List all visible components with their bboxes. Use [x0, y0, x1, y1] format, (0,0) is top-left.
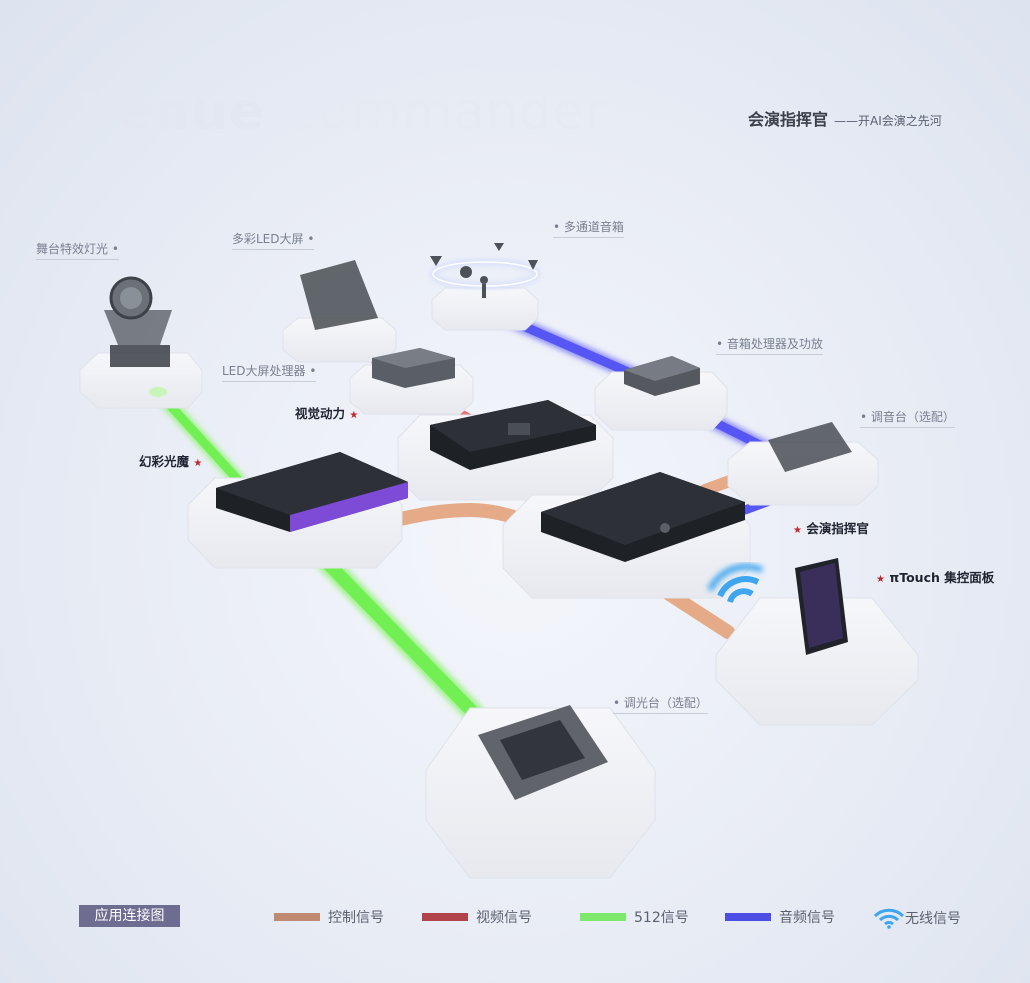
- label-visual-text: 视觉动力: [295, 406, 346, 421]
- title-bold: Venue: [80, 82, 265, 142]
- star-icon: ★: [876, 574, 885, 585]
- commander-device: [541, 472, 745, 562]
- legend-swatch-audio: [725, 913, 771, 921]
- label-touch-panel-text: πTouch 集控面板: [889, 570, 995, 585]
- label-stage-light-text: 舞台特效灯光: [36, 242, 109, 256]
- label-magic-light: 幻彩光魔 ★: [139, 451, 202, 470]
- wifi-icon: [873, 908, 905, 929]
- moving-head-light: [104, 276, 172, 367]
- label-mixer: • 调音台（选配）: [860, 408, 955, 428]
- star-icon: ★: [793, 525, 802, 536]
- label-led-processor: LED大屏处理器 •: [222, 362, 317, 382]
- legend-label-control: 控制信号: [328, 910, 384, 926]
- subtitle-main: 会演指挥官: [748, 110, 829, 129]
- legend-video: 视频信号: [422, 907, 532, 927]
- legend-label-wireless: 无线信号: [905, 911, 961, 927]
- wifi-icon: [707, 563, 764, 603]
- legend-swatch-control: [274, 913, 320, 921]
- label-led-screen: 多彩LED大屏 •: [232, 230, 315, 250]
- title-light: Commander: [281, 82, 607, 142]
- label-speakers: • 多通道音箱: [553, 218, 624, 238]
- label-magic-light-text: 幻彩光魔: [139, 454, 190, 469]
- platform-touch-panel: [715, 597, 919, 726]
- label-touch-panel: ★ πTouch 集控面板: [876, 567, 994, 586]
- label-commander-text: 会演指挥官: [806, 521, 869, 536]
- speaker-array: [430, 243, 540, 298]
- label-commander: ★ 会演指挥官: [793, 518, 869, 537]
- label-stage-light: 舞台特效灯光 •: [36, 240, 119, 260]
- legend-swatch-dmx: [580, 913, 626, 921]
- legend-label-video: 视频信号: [476, 910, 532, 926]
- subtitle: 会演指挥官 ——开AI会演之先河: [748, 106, 942, 130]
- star-icon: ★: [349, 410, 359, 421]
- legend-control: 控制信号: [274, 907, 384, 927]
- legend-title: 应用连接图: [79, 905, 180, 927]
- label-visual: 视觉动力 ★: [295, 403, 358, 422]
- label-audio-processor: • 音箱处理器及功放: [716, 335, 823, 355]
- touch-panel-tablet: [795, 558, 848, 655]
- led-screen: [300, 260, 378, 330]
- led-processor-box: [372, 348, 455, 388]
- legend-wireless: 无线信号: [873, 907, 961, 929]
- legend-label-dmx: 512信号: [634, 910, 689, 926]
- label-speakers-text: 多通道音箱: [563, 220, 624, 234]
- subtitle-tag: ——开AI会演之先河: [834, 114, 942, 128]
- audio-processor-box: [624, 356, 700, 396]
- label-led-screen-text: 多彩LED大屏: [232, 232, 304, 246]
- dmx-cable: [151, 385, 510, 750]
- label-audio-processor-text: 音箱处理器及功放: [726, 337, 823, 351]
- label-led-processor-text: LED大屏处理器: [222, 364, 306, 378]
- page-title: Venue Commander: [80, 82, 607, 142]
- legend-swatch-video: [422, 913, 468, 921]
- legend-dmx: 512信号: [580, 907, 689, 927]
- legend-audio: 音频信号: [725, 907, 835, 927]
- label-light-console: • 调光台（选配）: [613, 694, 708, 714]
- label-mixer-text: 调音台（选配）: [870, 410, 955, 424]
- legend-label-audio: 音频信号: [779, 910, 835, 926]
- magic-light-device: [216, 452, 408, 532]
- label-light-console-text: 调光台（选配）: [623, 696, 708, 710]
- visual-device: [430, 400, 596, 470]
- star-icon: ★: [193, 458, 203, 469]
- mixer-device: [768, 422, 852, 472]
- light-console-device: [478, 705, 608, 800]
